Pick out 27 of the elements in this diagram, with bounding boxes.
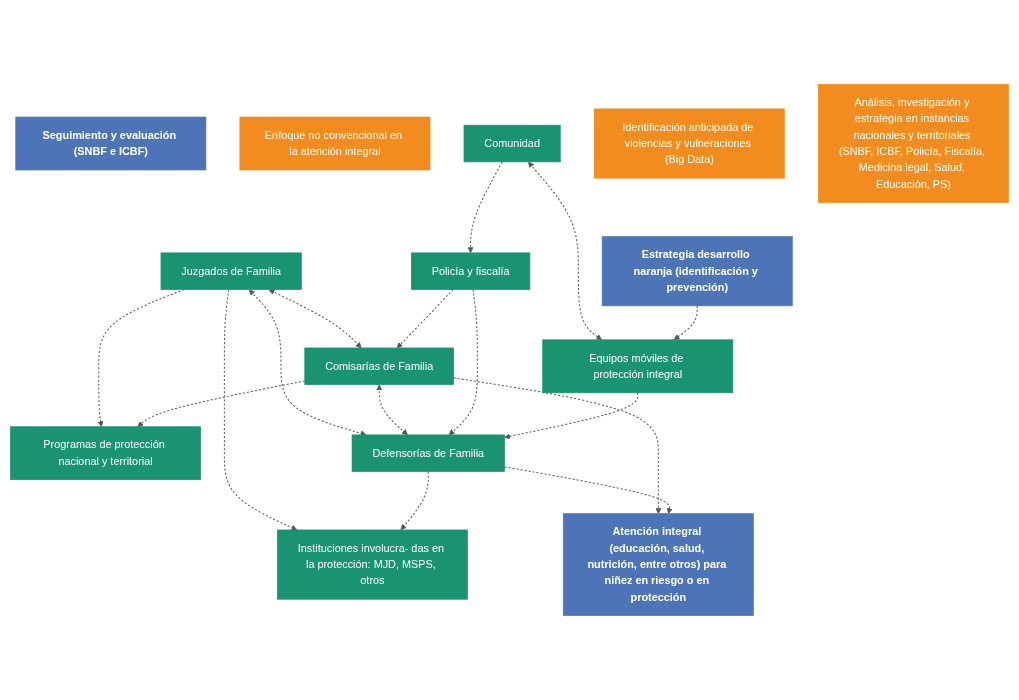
arrow	[453, 377, 662, 514]
node-box: Juzgados de Familia	[160, 252, 302, 290]
node-box: Enfoque no convencional en la atención integral	[239, 116, 431, 171]
arrow	[137, 380, 306, 427]
arrow	[467, 161, 503, 254]
node-box: Comisarías de Familia	[304, 347, 454, 385]
arrow	[396, 289, 454, 349]
node-box: Comunidad	[463, 124, 561, 163]
arrow	[448, 289, 478, 436]
arrow	[223, 289, 298, 531]
node-box: Defensorías de Familia	[351, 434, 505, 472]
arrow	[400, 471, 429, 531]
arrow	[673, 305, 698, 341]
arrow	[528, 161, 602, 341]
node-box: Estrategia desarrollo naranja (identificación y prevención)	[601, 236, 793, 307]
arrow	[376, 384, 408, 436]
node-box: Análisis, investigación y estrategia en instancias nacionales y territoriales (SNBF, ICBF, Policía, Fiscalía, Medicina legal, Salud, Educación, PS)	[818, 84, 1009, 203]
arrow	[504, 466, 673, 514]
node-box: Seguimiento y evaluación (SNBF e ICBF)	[15, 116, 207, 171]
node-box: Atención integral (educación, salud, nutrición, entre otros) para niñez en riesgo o en protección	[562, 513, 754, 616]
node-box: Identificación anticipada de violencias y vulneraciones (Big Data)	[593, 108, 785, 179]
node-box: Equipos móviles de protección integral	[542, 339, 734, 394]
arrow	[268, 289, 362, 349]
node-box: Instituciones involucra- das en la protección: MJD, MSPS, otros	[277, 529, 468, 600]
arrow	[504, 392, 639, 440]
node-box: Policía y fiscalía	[410, 252, 531, 290]
node-box: Programas de protección nacional y territorial	[10, 426, 201, 481]
